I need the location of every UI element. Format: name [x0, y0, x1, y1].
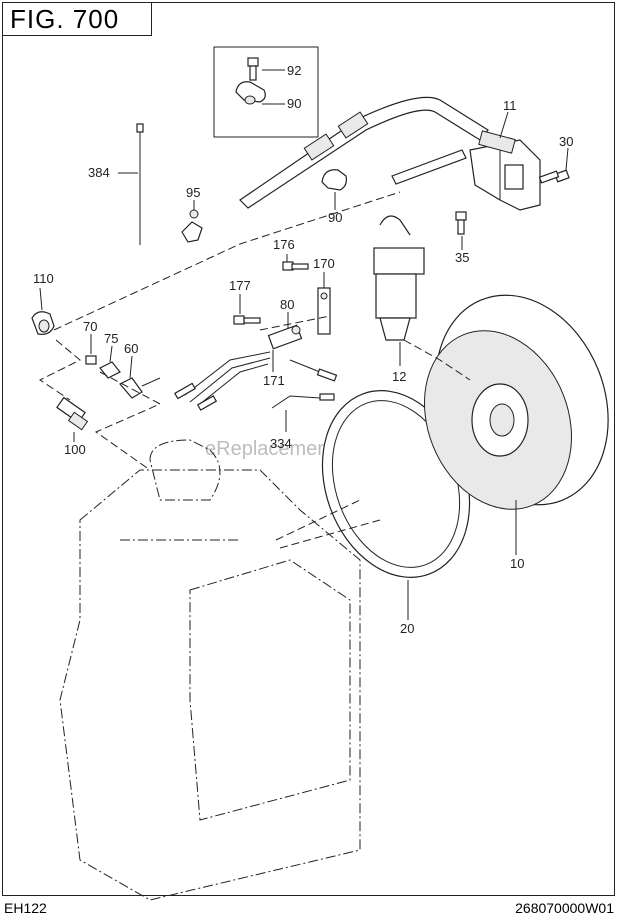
diagram-frame	[2, 2, 615, 896]
callout-35: 35	[455, 250, 469, 265]
callout-170: 170	[313, 256, 335, 271]
ignition-cord-drawing	[239, 96, 489, 209]
bolt-92-drawing	[247, 57, 259, 81]
callout-171: 171	[263, 373, 285, 388]
clip-95-drawing	[181, 209, 203, 243]
drawing-number: 268070000W01	[515, 900, 614, 916]
switch-60-drawing	[119, 377, 161, 399]
callout-90b: 90	[328, 210, 342, 225]
tie-strap-384-drawing	[136, 123, 144, 245]
ignition-coil-11-drawing	[469, 130, 541, 211]
callout-100: 100	[64, 442, 86, 457]
clamp-90-drawing	[235, 81, 266, 105]
spark-plug-100-drawing	[56, 396, 89, 431]
wire-334-drawing	[271, 393, 335, 409]
clamp-90b-drawing	[321, 169, 347, 191]
bolt-177-drawing	[233, 315, 261, 325]
callout-75: 75	[104, 331, 118, 346]
callout-30: 30	[559, 134, 573, 149]
bracket-170-drawing	[317, 287, 331, 335]
module-12-drawing	[373, 215, 425, 341]
callout-92: 92	[287, 63, 301, 78]
bolt-35-drawing	[455, 211, 467, 235]
callout-176: 176	[273, 237, 295, 252]
callout-177: 177	[229, 278, 251, 293]
wire-harness-171-drawing	[174, 351, 338, 411]
callout-110: 110	[33, 271, 54, 286]
nut-70-drawing	[85, 355, 97, 365]
callout-60: 60	[124, 341, 138, 356]
plug-cap-110-drawing	[31, 311, 55, 335]
model-number: EH122	[4, 900, 47, 916]
bolt-30-drawing	[538, 169, 570, 184]
engine-block-drawing	[59, 439, 361, 901]
callout-12: 12	[392, 369, 406, 384]
callout-90: 90	[287, 96, 301, 111]
figure-title: FIG. 700	[2, 2, 152, 36]
switch-80-drawing	[267, 324, 303, 350]
callout-70: 70	[83, 319, 97, 334]
inset-box	[213, 46, 319, 138]
plate-75-drawing	[99, 361, 121, 379]
callout-334: 334	[270, 436, 292, 451]
assembly-lines	[39, 191, 471, 549]
callout-80: 80	[280, 297, 294, 312]
flywheel-10-drawing	[424, 294, 609, 510]
bolt-176-drawing	[282, 261, 309, 271]
callout-384: 384	[88, 165, 110, 180]
callout-10: 10	[510, 556, 524, 571]
callout-95: 95	[186, 185, 200, 200]
callout-11: 11	[503, 98, 517, 113]
callout-20: 20	[400, 621, 414, 636]
